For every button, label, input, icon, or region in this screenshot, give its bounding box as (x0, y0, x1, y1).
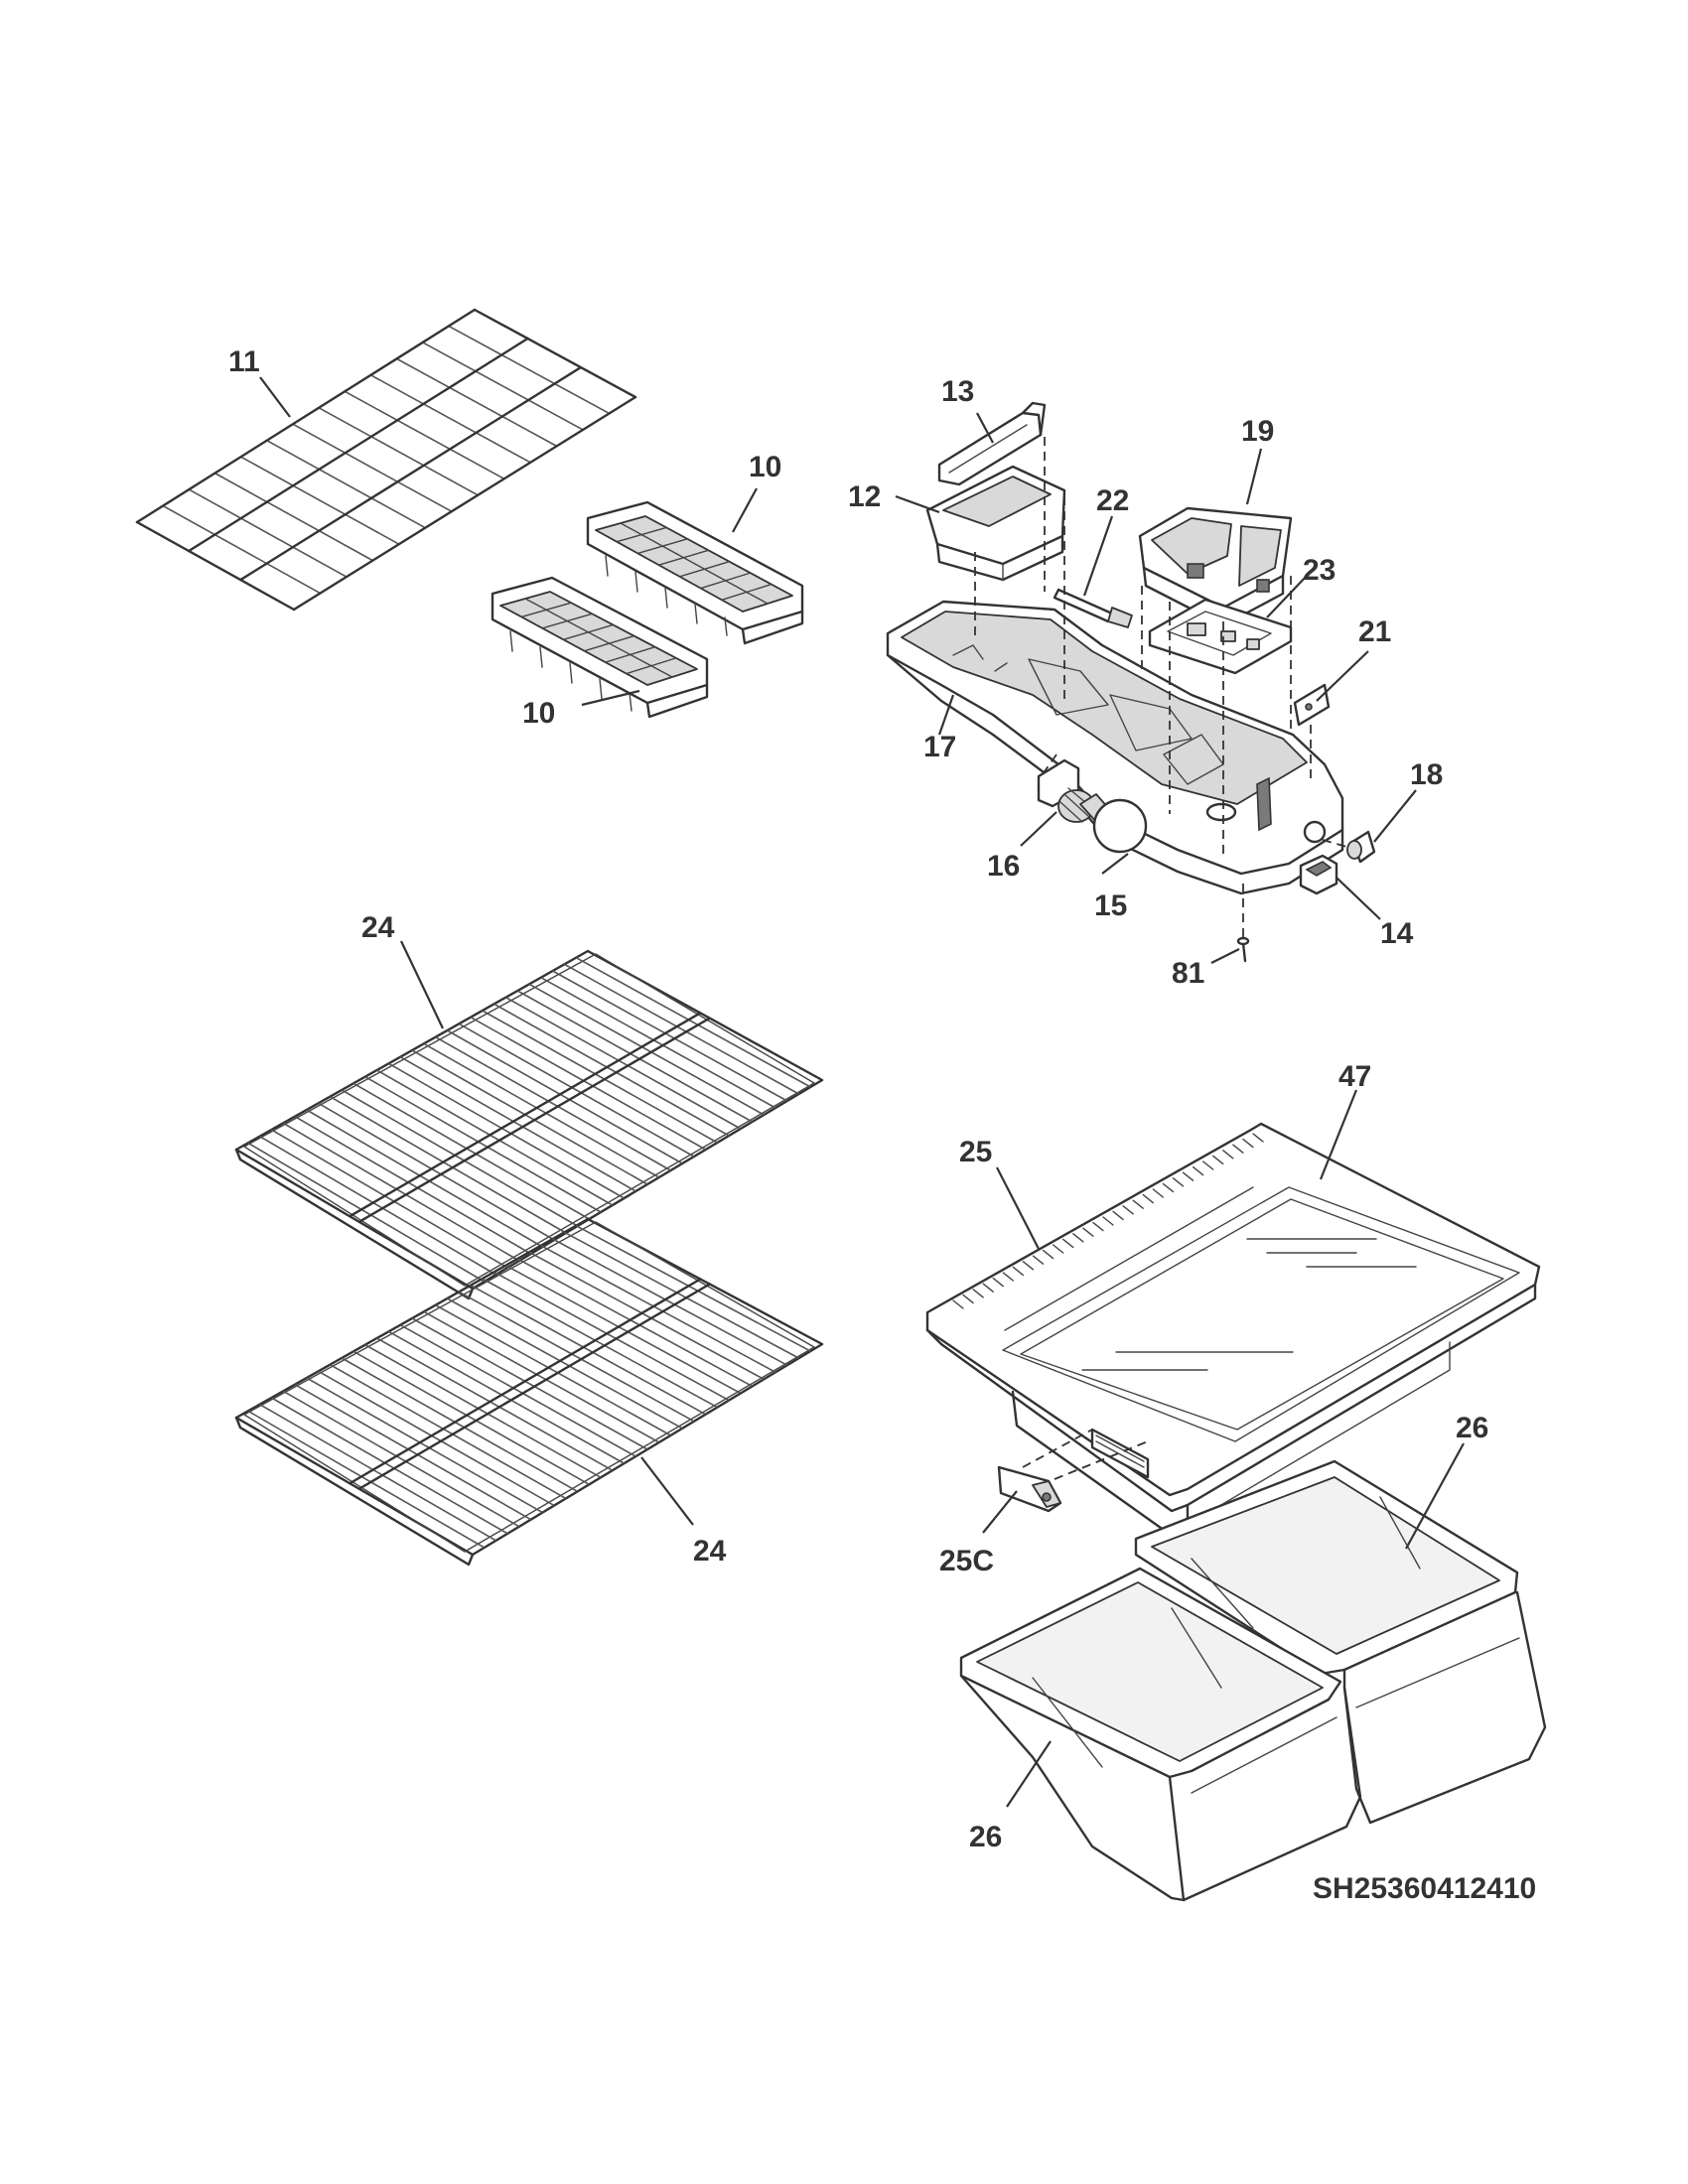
callout-10-upper: 10 (749, 451, 781, 483)
callout-13: 13 (941, 375, 974, 408)
crisper-glass-part-47 (1002, 1186, 1520, 1442)
lamp-socket-part-16 (1037, 758, 1095, 823)
callout-11: 11 (228, 345, 260, 378)
callout-19: 19 (1241, 415, 1274, 448)
wire-shelf-lower (234, 1217, 824, 1567)
callout-10-lower: 10 (522, 697, 555, 730)
crisper-drawer-front (959, 1567, 1362, 1902)
sensor-part-22 (1053, 588, 1133, 628)
callout-labels: 11 13 19 10 12 22 23 21 10 17 18 16 15 1… (228, 345, 1536, 1905)
callout-17: 17 (923, 731, 956, 763)
crisper-drawer-rear (1134, 1459, 1547, 1825)
leader-lines (259, 376, 1465, 1808)
assembly-dashed-lines-crisper (1022, 1429, 1149, 1480)
light-bulb-part-15 (1079, 793, 1148, 854)
assembly-dashed-lines-top (974, 437, 1351, 937)
screw-part-81 (1236, 936, 1250, 963)
control-module-part-19 (1138, 506, 1293, 627)
switch-part-14 (1299, 854, 1338, 895)
callout-24-upper: 24 (361, 911, 395, 944)
crisper-cover-vents (952, 1133, 1264, 1309)
callout-25: 25 (959, 1136, 992, 1168)
callout-12: 12 (848, 480, 881, 513)
knob-part-18 (1346, 830, 1376, 864)
control-housing-part-17 (886, 600, 1344, 895)
bracket-part-21 (1293, 683, 1331, 727)
callout-16: 16 (987, 850, 1020, 883)
callout-47: 47 (1338, 1060, 1371, 1093)
callout-22: 22 (1096, 484, 1129, 517)
callout-18: 18 (1410, 758, 1443, 791)
freezer-wire-shelf (135, 308, 637, 612)
callout-26-upper: 26 (1456, 1412, 1488, 1444)
callout-26-lower: 26 (969, 1821, 1002, 1853)
circuit-board-part-23 (1148, 598, 1293, 675)
callout-23: 23 (1303, 554, 1336, 587)
slider-part-25c (997, 1465, 1062, 1513)
ice-tray-upper (586, 500, 804, 645)
callout-25c: 25C (939, 1545, 994, 1577)
diagram-code: SH25360412410 (1313, 1872, 1536, 1905)
handle-part-13 (937, 401, 1047, 486)
callout-81: 81 (1172, 957, 1204, 990)
callout-15: 15 (1094, 889, 1127, 922)
callout-21: 21 (1358, 615, 1391, 648)
bin-part-12 (925, 465, 1066, 582)
wire-shelf-upper (234, 949, 824, 1300)
callout-14: 14 (1380, 917, 1414, 950)
ice-tray-lower (491, 576, 709, 719)
callout-24-lower: 24 (693, 1535, 727, 1568)
